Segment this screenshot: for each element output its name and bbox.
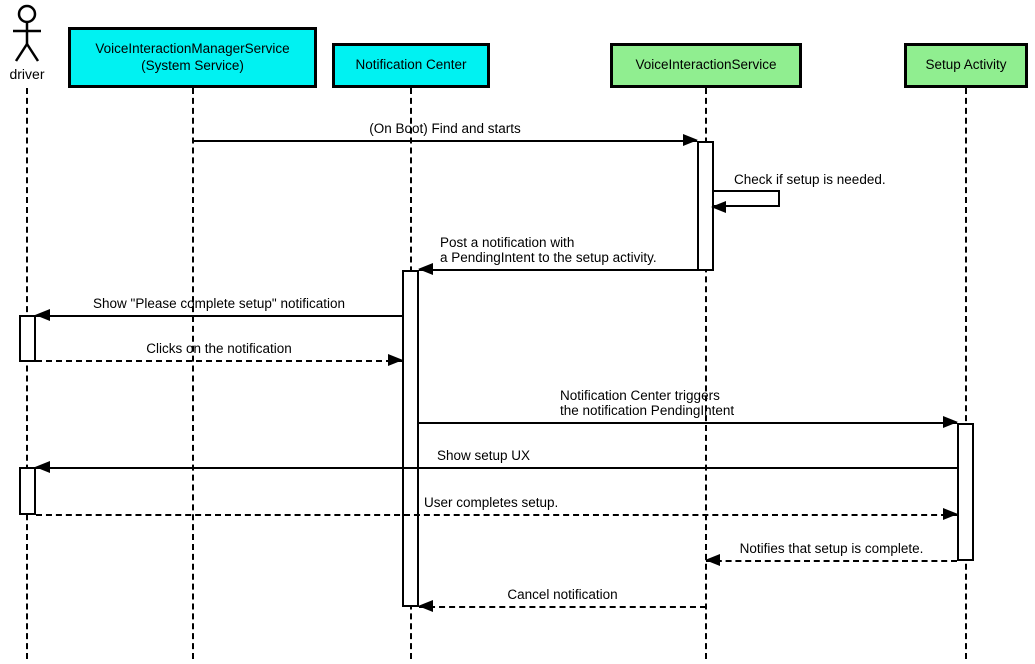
stick-figure-icon (13, 4, 41, 62)
message-label: Cancel notification (507, 587, 618, 603)
arrowhead-right-icon (388, 354, 403, 366)
message-line (36, 315, 402, 317)
participant-setup-activity: Setup Activity (904, 43, 1028, 88)
message-check-if-setup-is-needed: Check if setup is needed. (711, 172, 886, 213)
message-label: Check if setup is needed. (734, 172, 886, 188)
message-line (36, 360, 402, 362)
message-line (193, 140, 697, 142)
arrowhead-left-icon (35, 309, 50, 321)
actor-label: driver (9, 66, 45, 82)
message-label: Post a notification with a PendingIntent… (440, 234, 657, 266)
activation-setup-activity (957, 423, 974, 561)
lifeline-setup-activity (965, 88, 967, 659)
participant-voiceinteractionservice: VoiceInteractionService (610, 43, 802, 88)
message-line (706, 560, 957, 562)
message-label: Clicks on the notification (146, 341, 292, 357)
participant-notification-center: Notification Center (332, 43, 490, 88)
lifeline-voiceinteractionservice (705, 88, 707, 659)
lifeline-driver (26, 88, 28, 659)
message-label: (On Boot) Find and starts (369, 121, 521, 137)
message-label: Notification Center triggers the notific… (560, 387, 735, 419)
arrowhead-right-icon (943, 508, 958, 520)
message-line (419, 422, 957, 424)
message-label: User completes setup. (424, 495, 559, 511)
message-line (419, 606, 706, 608)
arrowhead-right-icon (683, 134, 698, 146)
arrowhead-left-icon (711, 201, 726, 213)
message-line (419, 269, 697, 271)
activation-driver-1 (19, 315, 36, 362)
message-label: Show "Please complete setup" notificatio… (93, 296, 345, 312)
message-label: Show setup UX (437, 448, 531, 464)
arrowhead-right-icon (943, 416, 958, 428)
arrowhead-left-icon (705, 554, 720, 566)
message-line (36, 467, 957, 469)
activation-driver-2 (19, 467, 36, 515)
arrowhead-left-icon (418, 263, 433, 275)
arrowhead-left-icon (35, 461, 50, 473)
arrowhead-left-icon (418, 600, 433, 612)
lifeline-voiceinteractionmanagerservice (192, 88, 194, 659)
activation-notification-center (402, 270, 419, 607)
message-label: Notifies that setup is complete. (739, 541, 924, 557)
actor-driver: driver (0, 0, 54, 90)
participant-voiceinteractionmanagerservice: VoiceInteractionManagerService (System S… (68, 27, 317, 88)
message-line (36, 514, 957, 516)
